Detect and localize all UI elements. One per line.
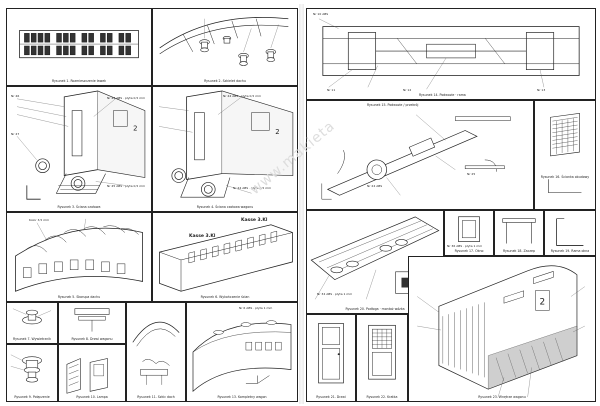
figure-cover-panel: Rysunek 16. Ścianka obudowy (534, 100, 596, 210)
part-tag: Nr 13 (537, 88, 546, 92)
connection-drawing (10, 354, 42, 383)
sign-kasse: Kasse 3.Kl (189, 234, 216, 239)
book-gutter (299, 4, 304, 404)
left-page: Rysunek 1. Rozmieszczenie ławek (6, 8, 298, 402)
figure-caption: Rysunek 16. Ścianka obudowy (540, 175, 590, 179)
figure-caption: Rysunek 3. Ściana czołowa (57, 205, 101, 209)
doors-drawing (74, 308, 110, 332)
side-walls-drawing (159, 224, 293, 292)
figure-interior: 2 Rysunek 23. Wnętrze wagonu (408, 256, 596, 402)
figure-door: Rysunek 21. Drzwi (306, 314, 356, 402)
part-tag: Nr 12 (403, 88, 412, 92)
part-tag: Nr 44 ABS · płyta 0,5 mm (107, 96, 146, 100)
figure-caption: Rysunek 10. Lampa (76, 395, 108, 399)
svg-text:2: 2 (133, 124, 137, 132)
part-tag: Nr 44 ABS · płyta 0,5 mm (233, 186, 272, 190)
figure-caption: Rysunek 9. Połączenie (14, 395, 50, 399)
part-tag: Nr 44 ABS · płyta 0,5 mm (223, 94, 262, 98)
figure-caption: Rysunek 5. Skorupa dachu (57, 295, 101, 299)
figure-window-frame: Rysunek 19. Rama okna (544, 210, 596, 256)
figure-complete-wagon: Nr 6 ABS · płyta 1 mm Rysunek 13. Komple… (186, 302, 298, 402)
part-tag: Nr 45 ABS · płyta 0,5 mm (107, 184, 146, 188)
underframe-detail-drawing (321, 114, 511, 200)
lamp-drawing (66, 358, 108, 394)
figure-roof-skeleton: Rysunek 2. Szkielet dachu (152, 8, 298, 86)
figure-caption: Rysunek 2. Szkielet dachu (204, 79, 246, 83)
figure-caption: Rysunek 1. Rozmieszczenie ławek (51, 79, 107, 83)
part-tag: Nr 46 (11, 94, 20, 98)
roof-shell-drawing (15, 218, 143, 292)
figure-floor-bogie: Nr 34 ABS · płyta 1 mm Rysunek 20. Podło… (306, 210, 444, 314)
figure-end-wall-variant: 2 Nr 44 ABS · płyta 0,5 mm Nr 44 ABS · p… (152, 86, 298, 212)
window-drawing (458, 216, 480, 242)
figure-caption: Rysunek 18. Zaczep (502, 249, 536, 253)
end-wall-variant-drawing: 2 (159, 90, 294, 198)
figure-underframe: Nr 10 ABS Nr 11 Nr 12 Nr 13 Rysunek 14. … (306, 8, 596, 100)
interior-drawing: 2 (417, 265, 585, 398)
figure-roof-shell: Kolor 3,5 mm Rysunek 5. Skorupa dachu (6, 212, 152, 302)
part-tag: Nr 47 (11, 132, 20, 136)
figure-roof-sketch: Rysunek 11. Szkic dach (126, 302, 186, 402)
figure-grille: Rysunek 22. Kratka (356, 314, 408, 402)
complete-wagon-drawing (192, 320, 292, 392)
figure-caption: Rysunek 21. Drzwi (316, 395, 346, 399)
underframe-drawing (318, 18, 580, 90)
figure-window: Nr 36 ABS · płyta 1 mm Rysunek 17. Okno (444, 210, 494, 256)
end-wall-drawing: 2 (16, 90, 146, 200)
roof-sketch-drawing (132, 321, 180, 385)
figure-caption: Rysunek 23. Wnętrze wagonu (478, 395, 526, 399)
figure-caption: Rysunek 14. Podwozie · rama (419, 93, 466, 97)
figure-connection: Rysunek 9. Połączenie (6, 344, 58, 402)
grille-drawing (368, 324, 396, 380)
figure-coupling: Rysunek 18. Zaczep (494, 210, 544, 256)
figure-caption: Rysunek 4. Ściana czołowa wagonu (196, 205, 254, 209)
figure-caption: Rysunek 15. Podwozie / przekrój (367, 103, 419, 107)
svg-text:2: 2 (275, 128, 279, 136)
coupling-drawing (502, 218, 536, 244)
figure-doors: Rysunek 8. Drzwi wagonu (58, 302, 126, 344)
figure-caption: Rysunek 13. Kompletny wagon (217, 395, 267, 399)
figure-caption: Rysunek 8. Drzwi wagonu (71, 337, 113, 341)
part-tag: Nr 34 ABS · płyta 1 mm (317, 292, 353, 296)
figure-end-wall: 2 Nr 44 ABS · płyta 0,5 mm Nr 45 ABS · p… (6, 86, 152, 212)
figure-caption: Rysunek 11. Szkic dach (137, 395, 175, 399)
figure-caption: Rysunek 22. Kratka (366, 395, 398, 399)
figure-caption: Rysunek 6. Wykończenie ścian (200, 295, 250, 299)
cover-panel-drawing (548, 113, 582, 194)
part-tag: Nr 24 ABS (367, 184, 383, 188)
bench-layout-drawing (19, 30, 139, 59)
figure-bench-layout: Rysunek 1. Rozmieszczenie ławek (6, 8, 152, 86)
part-tag: Nr 25 (467, 172, 476, 176)
figure-lamp: Rysunek 10. Lampa (58, 344, 126, 402)
figure-side-walls: Kasse 3.Kl Kasse 3.Kl Rysunek 6. Wykończ… (152, 212, 298, 302)
svg-text:2: 2 (539, 297, 545, 307)
right-page: Nr 10 ABS Nr 11 Nr 12 Nr 13 Rysunek 14. … (306, 8, 596, 402)
figure-ventilator: Rysunek 7. Wywietrznik (6, 302, 58, 344)
roof-skeleton-drawing (159, 17, 289, 66)
ventilator-drawing (12, 308, 52, 325)
figure-caption: Rysunek 17. Okno (454, 249, 484, 253)
part-tag: Nr 36 ABS · płyta 1 mm (447, 244, 483, 248)
figure-caption: Rysunek 7. Wywietrznik (13, 337, 51, 341)
part-tag: Nr 6 ABS · płyta 1 mm (239, 306, 273, 310)
window-frame-drawing (556, 218, 584, 246)
sign-kasse: Kasse 3.Kl (241, 218, 268, 223)
part-tag: Nr 11 (327, 88, 336, 92)
part-tag: Kolor 3,5 mm (29, 218, 50, 222)
figure-caption: Rysunek 20. Podłoga · montaż wózka (345, 307, 405, 311)
part-tag: Nr 10 ABS (313, 12, 329, 16)
door-drawing (318, 323, 344, 384)
figure-caption: Rysunek 19. Rama okna (550, 249, 590, 253)
figure-underframe-detail: Nr 24 ABS Nr 25 Rysunek 15. Podwozie / p… (306, 100, 534, 210)
